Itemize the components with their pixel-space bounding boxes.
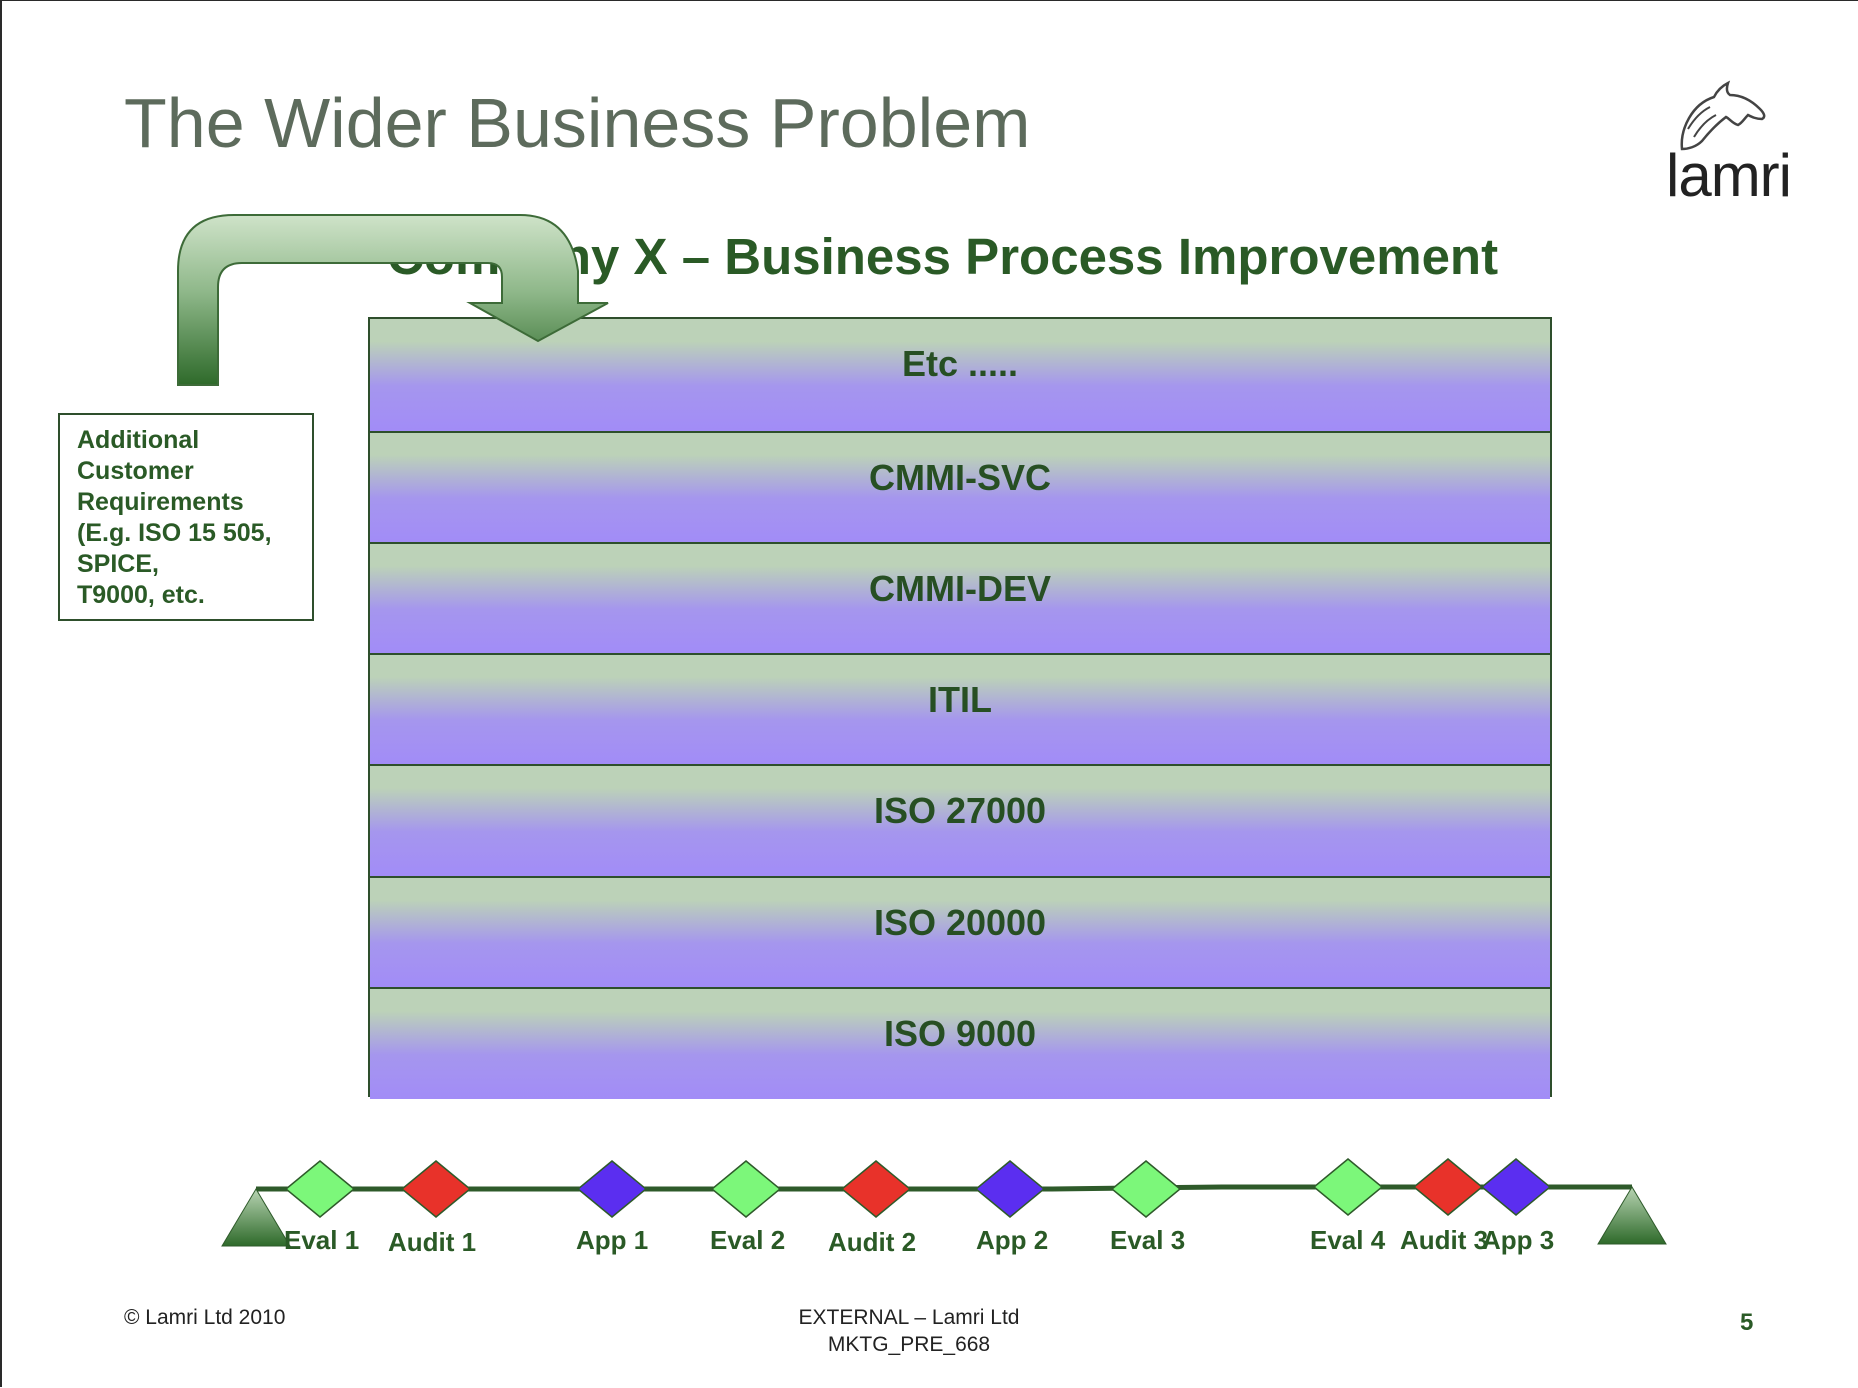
eval-milestone-diamond	[1312, 1158, 1384, 1216]
stack-layer-label: Etc .....	[901, 343, 1019, 384]
requirements-line: SPICE,	[77, 550, 159, 578]
audit-milestone-diamond	[1412, 1158, 1484, 1216]
milestone-label: Eval 4	[1310, 1225, 1386, 1255]
stack-layer: CMMI-SVC	[370, 431, 1550, 542]
requirements-line: Additional	[77, 426, 200, 454]
company-logo-text: lamri	[1666, 142, 1792, 209]
requirements-line: T9000, etc.	[77, 581, 205, 609]
milestone-label: Audit 1	[388, 1227, 477, 1257]
stack-layer-label: CMMI-DEV	[869, 568, 1051, 609]
slide-title: The Wider Business Problem	[124, 84, 1031, 162]
stack-layer-label: CMMI-SVC	[869, 457, 1051, 498]
app-milestone-diamond	[1480, 1158, 1552, 1216]
page-number: 5	[1740, 1309, 1754, 1336]
milestone-label: Audit 3	[1400, 1225, 1489, 1255]
milestone-label: Audit 2	[828, 1227, 917, 1257]
milestone-label: App 1	[576, 1225, 649, 1255]
stack-layer: CMMI-DEV	[370, 542, 1550, 653]
audit-milestone-diamond	[400, 1160, 472, 1218]
horse-logo-icon	[1680, 80, 1766, 151]
copyright: © Lamri Ltd 2010	[124, 1306, 286, 1329]
stack-layer: ITIL	[370, 653, 1550, 764]
stack-layer: ISO 9000	[370, 987, 1550, 1099]
additional-requirements-box: Additional Customer Requirements (E.g. I…	[58, 413, 314, 621]
requirements-line: (E.g. ISO 15 505,	[77, 519, 272, 547]
timeline-end-triangle-icon	[1597, 1186, 1667, 1245]
stack-layer: ISO 20000	[370, 876, 1550, 987]
eval-milestone-diamond	[284, 1160, 356, 1218]
eval-milestone-diamond	[710, 1160, 782, 1218]
timeline-graphic	[221, 1158, 1667, 1247]
milestone-label: App 3	[1482, 1225, 1555, 1255]
requirements-line: Customer	[77, 457, 194, 485]
stack-layer-label: ISO 9000	[883, 1013, 1037, 1054]
standards-stack: Etc ..... CMMI-SVC CMMI-DEV ITIL ISO 270…	[368, 317, 1552, 1099]
curved-arrow-icon	[177, 214, 609, 386]
document-id: MKTG_PRE_668	[827, 1333, 991, 1356]
requirements-line: Requirements	[77, 488, 244, 516]
milestone-label: Eval 2	[710, 1225, 786, 1255]
stack-layer: ISO 27000	[370, 764, 1550, 876]
app-milestone-diamond	[576, 1160, 648, 1218]
stack-layer-label: ISO 20000	[873, 902, 1047, 943]
stack-layer-label: ITIL	[928, 679, 992, 720]
milestone-label: Eval 3	[1110, 1225, 1186, 1255]
stack-layer-label: ISO 27000	[873, 790, 1047, 831]
milestone-label: Eval 1	[284, 1225, 360, 1255]
milestone-timeline: Eval 1 Audit 1 App 1 Eval 2 Audit 2 App 2 Eval…	[212, 1151, 1672, 1261]
footer-classification: EXTERNAL – Lamri Ltd MKTG_PRE_668	[702, 1304, 1116, 1358]
classification-text: EXTERNAL – Lamri Ltd	[798, 1306, 1020, 1329]
audit-milestone-diamond	[840, 1160, 912, 1218]
eval-milestone-diamond	[1110, 1160, 1182, 1218]
milestone-label: App 2	[976, 1225, 1049, 1255]
timeline-start-triangle-icon	[221, 1188, 291, 1247]
app-milestone-diamond	[974, 1160, 1046, 1218]
stack-layer: Etc .....	[370, 319, 1550, 431]
